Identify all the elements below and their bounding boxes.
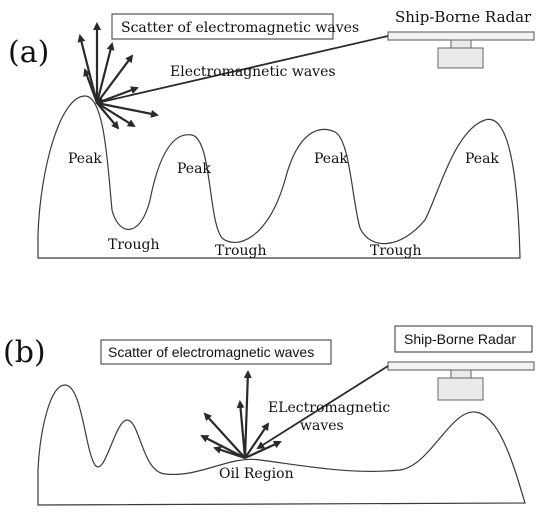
panel-b-incident-beam bbox=[256, 365, 389, 450]
peak-label: Peak bbox=[177, 161, 211, 177]
panel-a-incident-beam bbox=[95, 35, 389, 106]
peak-label: Peak bbox=[68, 151, 102, 167]
panel-a-radar-housing bbox=[437, 47, 484, 69]
panel-b-sea-surface bbox=[37, 384, 526, 506]
panel-b-scatter-arrows bbox=[200, 370, 282, 460]
panel-a-radar-label: Ship-Borne Radar bbox=[395, 8, 532, 26]
scatter-arrow bbox=[243, 370, 252, 459]
scatter-arrow bbox=[244, 440, 282, 460]
trough-label: Trough bbox=[370, 243, 421, 259]
panel-b-em-label-line2: waves bbox=[300, 418, 344, 434]
scatter-arrow bbox=[96, 54, 134, 104]
trough-label: Trough bbox=[215, 243, 266, 259]
scatter-arrow bbox=[236, 400, 247, 459]
panel-b-radar-label: Ship-Borne Radar bbox=[404, 331, 516, 347]
panel-a-sea-surface bbox=[37, 95, 521, 259]
scatter-arrow bbox=[96, 86, 139, 105]
peak-label: Peak bbox=[465, 151, 499, 167]
peak-label: Peak bbox=[314, 151, 348, 167]
panel-a-scatter-label: Scatter of electromagnetic waves bbox=[121, 20, 359, 36]
panel-a-radar-antenna bbox=[387, 31, 535, 41]
panel-b-scatter-label: Scatter of electromagnetic waves bbox=[108, 344, 314, 360]
panel-b-scatter-box bbox=[100, 339, 332, 365]
panel-a-em-label: Electromagnetic waves bbox=[170, 64, 336, 80]
scatter-arrow bbox=[95, 42, 115, 104]
scatter-arrow bbox=[83, 68, 99, 104]
trough-label: Trough bbox=[108, 237, 159, 253]
scatter-arrow bbox=[200, 435, 246, 459]
panel-b-label: (b) bbox=[3, 335, 46, 370]
scatter-arrow bbox=[96, 102, 136, 128]
oil-region-label: Oil Region bbox=[219, 466, 294, 482]
panel-b-radar-mount bbox=[450, 369, 472, 379]
panel-a-scatter-arrows bbox=[77, 22, 159, 130]
panel-b: (b) Ship-Borne Radar ELectromagnetic wav… bbox=[3, 325, 535, 506]
scatter-arrow bbox=[96, 101, 159, 118]
panel-b-em-label-line1: ELectromagnetic bbox=[268, 400, 390, 416]
panel-b-radar-antenna bbox=[387, 361, 535, 371]
panel-b-radar-box bbox=[394, 325, 533, 353]
panel-a-label: (a) bbox=[8, 35, 49, 70]
panel-a-scatter-box bbox=[111, 13, 334, 40]
panel-a: (a) Ship-Borne Radar Electromagnetic wav… bbox=[8, 8, 535, 259]
scatter-arrow bbox=[244, 422, 270, 459]
scatter-arrow bbox=[203, 412, 246, 459]
scatter-arrow bbox=[96, 102, 120, 130]
scatter-arrow bbox=[213, 446, 246, 460]
panel-b-radar-housing bbox=[437, 377, 484, 401]
panel-a-radar-mount bbox=[450, 39, 472, 49]
